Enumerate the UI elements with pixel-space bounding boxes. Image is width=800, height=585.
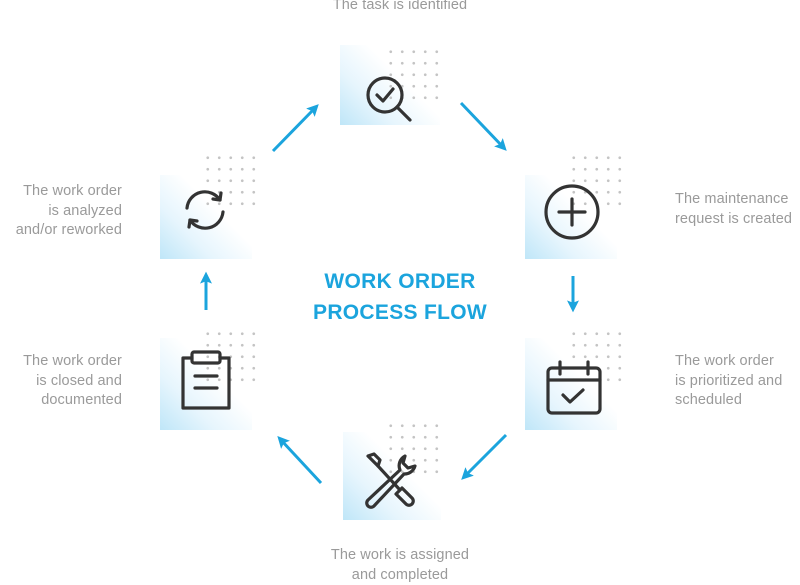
step-label-identify: The task is identified — [250, 0, 550, 16]
label-line: scheduled — [675, 391, 800, 411]
label-line: and completed — [250, 566, 550, 585]
title-line: PROCESS FLOW — [0, 297, 800, 328]
arrow-complete-to-close — [281, 440, 321, 483]
label-line: The work order — [0, 182, 122, 202]
step-label-close: The work order is closed and documented — [0, 352, 122, 411]
step-label-analyze: The work order is analyzed and/or rework… — [0, 182, 122, 241]
step-label-schedule: The work order is prioritized and schedu… — [675, 352, 800, 411]
arrow-schedule-to-complete — [465, 435, 506, 476]
label-line: The maintenance — [675, 190, 800, 210]
label-line: The work order — [675, 352, 800, 372]
label-line: is closed and — [0, 372, 122, 392]
label-line: documented — [0, 391, 122, 411]
label-line: is analyzed — [0, 202, 122, 222]
arrow-analyze-to-identify — [273, 108, 315, 151]
step-label-request: The maintenance request is created — [675, 190, 800, 229]
label-line: The task is identified — [250, 0, 550, 16]
label-line: The work order — [0, 352, 122, 372]
diagram-title: WORK ORDER PROCESS FLOW — [0, 266, 800, 328]
step-label-complete: The work is assigned and completed — [250, 546, 550, 585]
arrow-identify-to-request — [461, 103, 503, 147]
label-line: and/or reworked — [0, 221, 122, 241]
label-line: The work is assigned — [250, 546, 550, 566]
label-line: request is created — [675, 210, 800, 230]
label-line: is prioritized and — [675, 372, 800, 392]
title-line: WORK ORDER — [0, 266, 800, 297]
